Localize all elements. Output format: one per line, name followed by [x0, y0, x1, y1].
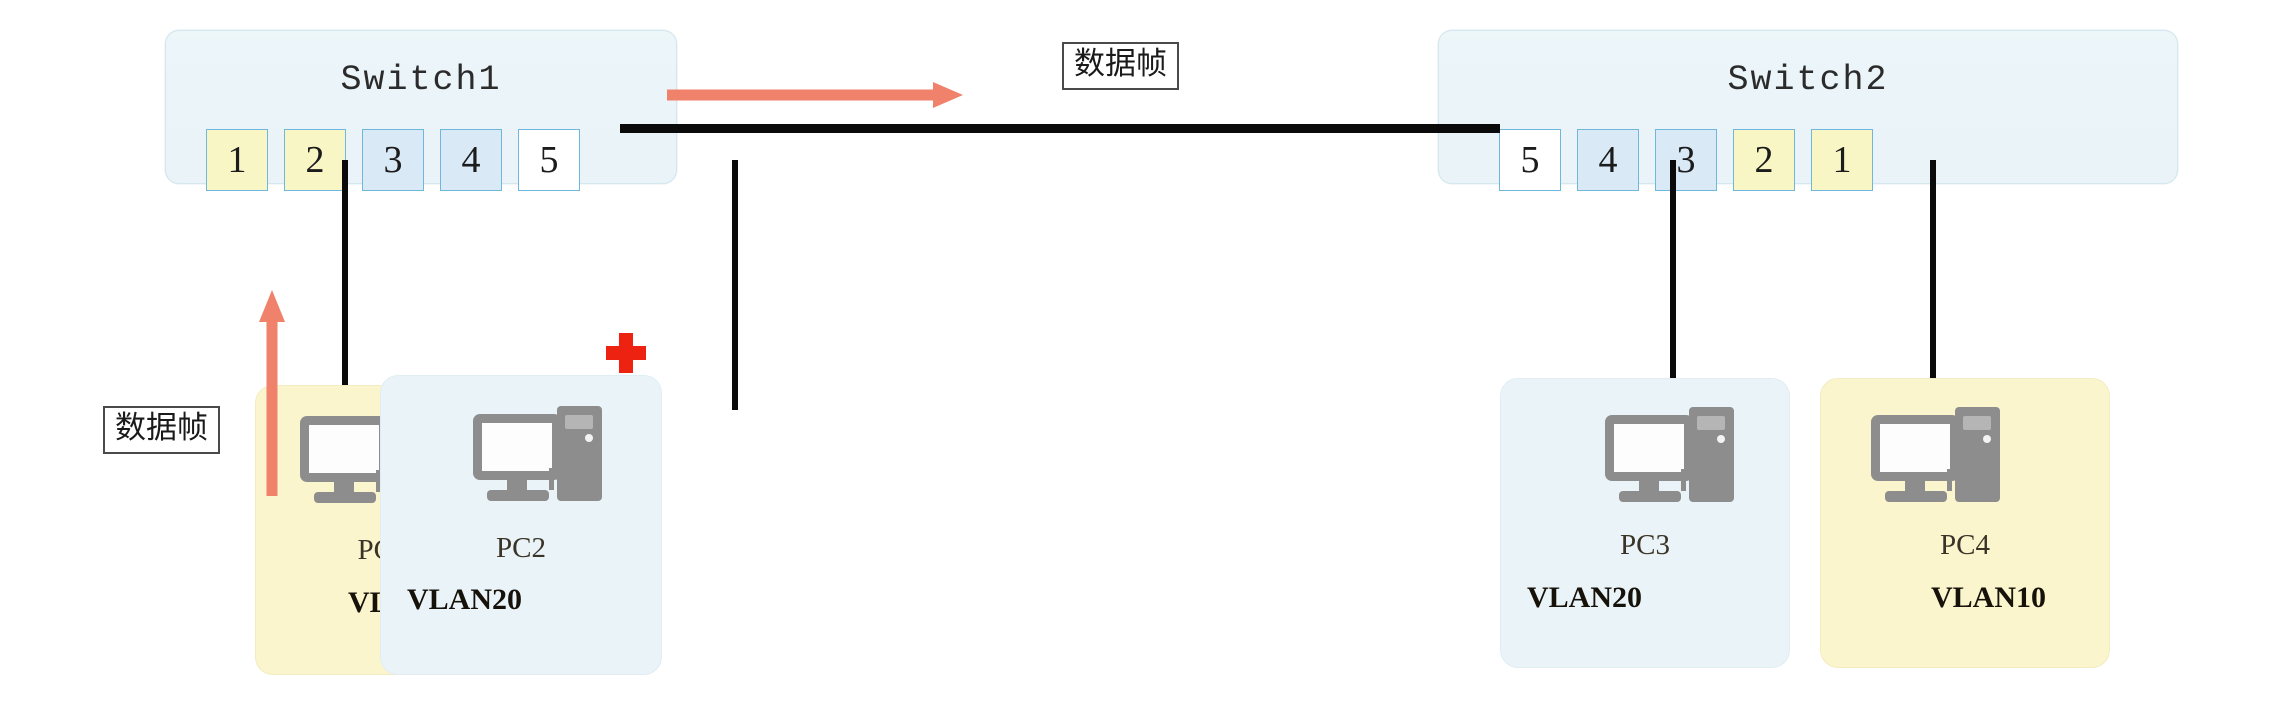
desktop-computer-icon — [1603, 407, 1738, 517]
pc3-label: PC3 — [1620, 529, 1670, 561]
switch1-port-4[interactable]: 4 — [440, 129, 502, 191]
host-group-pc2[interactable]: PC2 VLAN20 — [380, 375, 662, 675]
switch-chassis-switch2[interactable]: Switch2 5 4 3 2 1 — [1438, 30, 2178, 191]
switch2-title: Switch2 — [1727, 60, 1889, 100]
pc2-vlan-badge: VLAN20 — [407, 583, 523, 616]
switch1-port-3[interactable]: 3 — [362, 129, 424, 191]
switch1-title: Switch1 — [340, 60, 502, 100]
frame-label-trunk: 数据帧 — [1062, 42, 1179, 90]
cable-switch1-port1-to-pc1 — [342, 160, 348, 400]
trunk-link-cable — [620, 124, 1500, 133]
switch2-port-1[interactable]: 1 — [1811, 129, 1873, 191]
frame-label-access: 数据帧 — [103, 406, 220, 454]
switch1-port-5[interactable]: 5 — [518, 129, 580, 191]
host-group-pc4[interactable]: PC4 VLAN10 — [1820, 378, 2110, 668]
switch2-port-row: 5 4 3 2 1 — [1499, 129, 1873, 191]
desktop-computer-icon — [1869, 407, 2004, 517]
desktop-computer-icon — [471, 406, 606, 516]
switch-chassis-switch1[interactable]: Switch1 1 2 3 4 5 — [165, 30, 677, 191]
pc2-label: PC2 — [496, 532, 546, 564]
cable-switch1-port4-to-pc2 — [732, 160, 738, 410]
cable-switch2-port2-to-pc4 — [1930, 160, 1936, 400]
red-cross-icon — [604, 331, 648, 380]
pc4-label: PC4 — [1940, 529, 1990, 561]
switch2-port-5[interactable]: 5 — [1499, 129, 1561, 191]
pc4-vlan-badge: VLAN10 — [1931, 581, 2047, 614]
host-group-pc3[interactable]: PC3 VLAN20 — [1500, 378, 1790, 668]
switch2-port-2[interactable]: 2 — [1733, 129, 1795, 191]
red-arrow-up-icon — [255, 288, 289, 498]
switch1-port-row: 1 2 3 4 5 — [206, 129, 580, 191]
switch1-port-2[interactable]: 2 — [284, 129, 346, 191]
switch2-port-3[interactable]: 3 — [1655, 129, 1717, 191]
pc3-vlan-badge: VLAN20 — [1527, 581, 1643, 614]
red-arrow-right-icon — [665, 78, 965, 112]
switch1-port-1[interactable]: 1 — [206, 129, 268, 191]
switch2-port-4[interactable]: 4 — [1577, 129, 1639, 191]
cable-switch2-port4-to-pc3 — [1670, 160, 1676, 410]
